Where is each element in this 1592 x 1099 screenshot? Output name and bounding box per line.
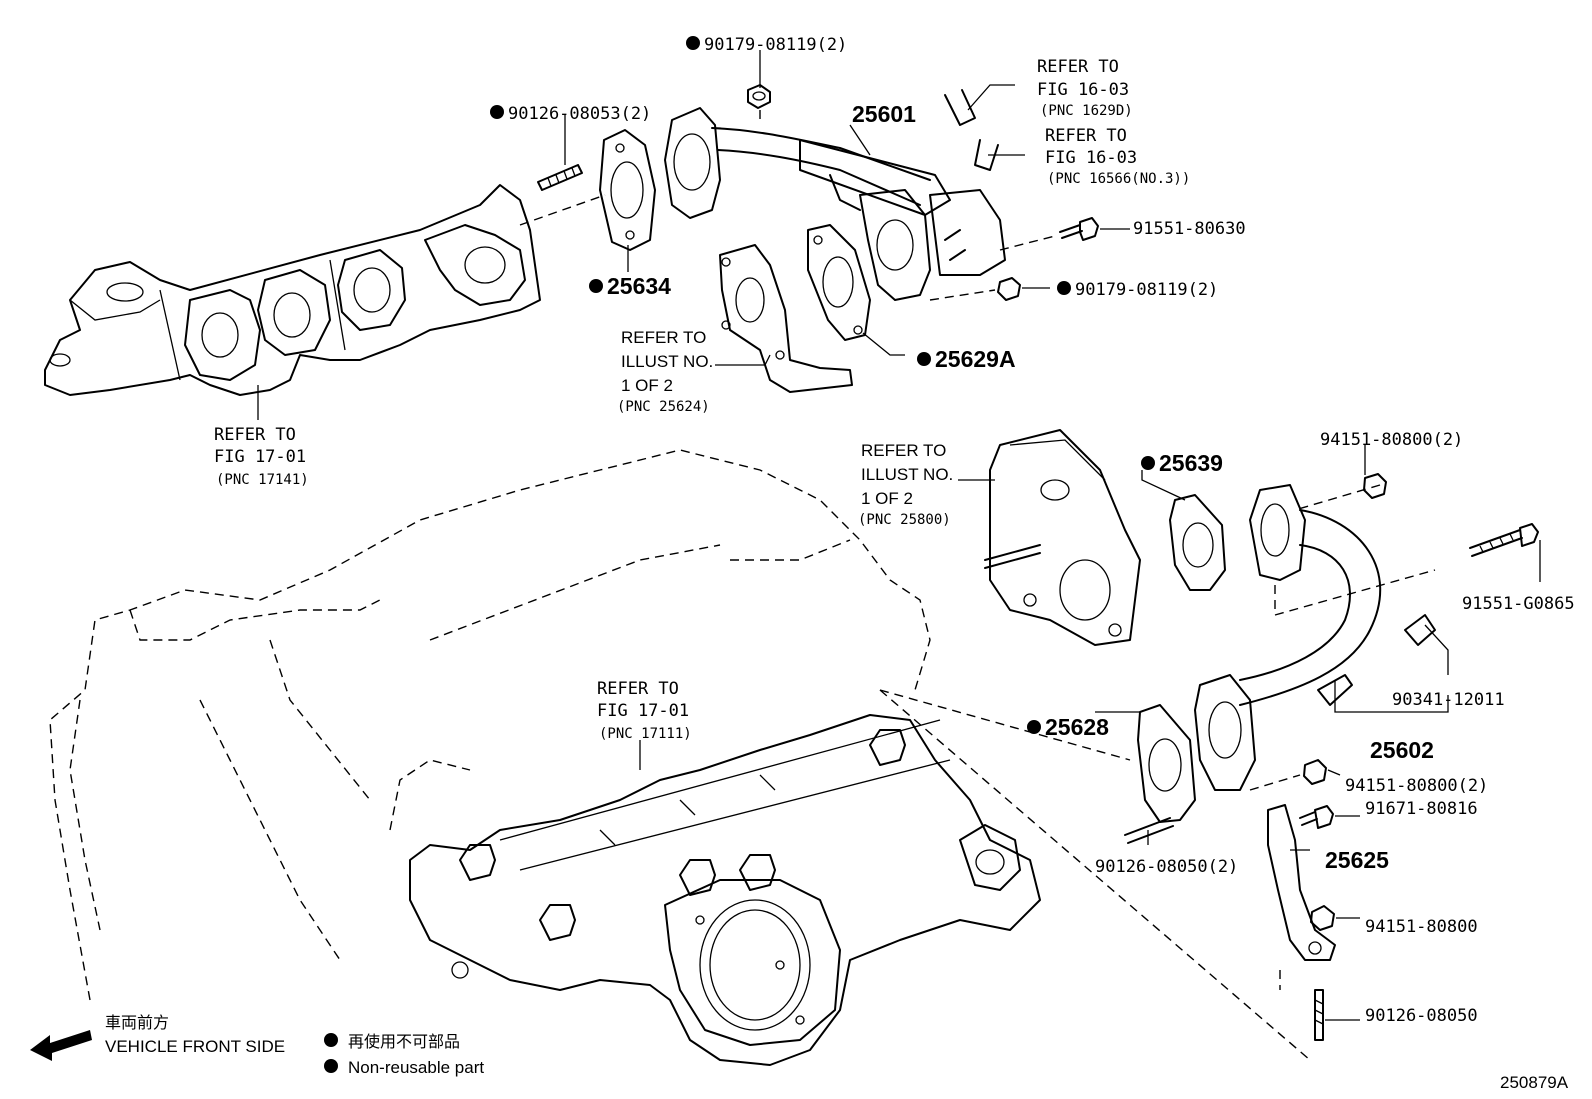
part-number: 25634 [607,273,671,299]
refer-line: 1 OF 2 [621,376,673,395]
leader-lines [257,50,1541,1021]
part-number-91671: 91671-80816 [1365,799,1478,819]
refer-line: REFER TO [597,679,679,699]
pipe-25602 [1194,484,1382,791]
label-90126-top: 90126-08053(2) [490,104,651,124]
part-number-90341: 90341-12011 [1392,690,1505,710]
egr-valve-25800 [984,429,1141,646]
gasket-25634 [599,129,656,251]
refer-line: (PNC 25800) [858,512,951,528]
label-25629A: 25629A [917,346,1016,372]
label-25639: 25639 [1141,450,1223,476]
egr-pipe-25601 [664,107,1006,301]
exhaust-manifold [44,184,541,396]
non-reusable-dot [589,279,603,293]
stud-90126-08050 [1314,989,1324,1041]
refer-fig-16-03-a: REFER TO FIG 16-03 (PNC 1629D) [1037,57,1133,119]
front-arrow-icon [30,1030,92,1061]
bolt-91551-80630 [1059,217,1099,241]
label-90179-mid: 90179-08119(2) [1057,280,1218,300]
non-reusable-dot [686,36,700,50]
bolt-91551-G0865 [1469,523,1539,557]
vehicle-front-en: VEHICLE FRONT SIDE [105,1037,285,1056]
refer-line: (PNC 17111) [599,726,692,742]
refer-line: FIG 17-01 [597,701,689,721]
assembly-lines-lower [1249,484,1436,990]
bracket-25625 [1267,804,1336,961]
gasket-25628 [1137,704,1196,823]
legend: 車両前方 VEHICLE FRONT SIDE 再使用不可部品 Non-reus… [30,1013,484,1077]
stud-90126-08053 [537,164,583,191]
non-reusable-dot [1141,456,1155,470]
refer-line: ILLUST NO. [861,465,953,484]
refer-line: REFER TO [621,328,706,347]
part-number-25625: 25625 [1325,847,1389,873]
part-number-91551-G0865: 91551-G0865 [1462,594,1575,614]
bolt-91671 [1299,805,1334,829]
part-number: 25629A [935,346,1016,372]
label-25628: 25628 [1027,714,1109,740]
plug-90341 [1404,614,1436,646]
refer-fig-17-01-b: REFER TO FIG 17-01 (PNC 17111) [597,679,692,742]
refer-fig-17-01-a: REFER TO FIG 17-01 (PNC 17141) [214,425,309,488]
part-number: 90179-08119(2) [704,35,847,55]
diagram-id: 250879A [1500,1073,1569,1092]
intake-manifold [409,714,1041,1066]
vehicle-front-jp: 車両前方 [105,1013,169,1032]
nut-90179-top [747,84,771,109]
label-90179-top: 90179-08119(2) [686,35,847,55]
refer-illust-25624: REFER TO ILLUST NO. 1 OF 2 (PNC 25624) [617,328,713,415]
refer-line: REFER TO [214,425,296,445]
refer-line: REFER TO [1037,57,1119,77]
refer-line: FIG 16-03 [1045,148,1137,168]
non-reusable-dot [917,352,931,366]
non-reusable-dot [490,105,504,119]
part-number: 25628 [1045,714,1109,740]
non-reusable-dot [1057,281,1071,295]
non-reusable-en: Non-reusable part [348,1058,484,1077]
label-25634: 25634 [589,273,671,299]
nut-94151-bottom [1310,905,1335,931]
refer-line: (PNC 17141) [216,472,309,488]
refer-line: FIG 17-01 [214,447,306,467]
nut-94151-mid [1303,759,1327,785]
part-number: 90126-08053(2) [508,104,651,124]
bracket-25624 [719,244,853,393]
refer-line: ILLUST NO. [621,352,713,371]
part-number: 90179-08119(2) [1075,280,1218,300]
assembly-lines-upper [519,110,1056,301]
gasket-25629A [807,224,871,341]
non-reusable-dot [1027,720,1041,734]
gasket-25639 [1169,494,1226,591]
non-reusable-dot [324,1033,338,1047]
part-number-94151-bottom: 94151-80800 [1365,917,1478,937]
non-reusable-dot [324,1059,338,1073]
refer-line: (PNC 25624) [617,399,710,415]
part-number-94151-mid: 94151-80800(2) [1345,776,1488,796]
refer-illust-25800: REFER TO ILLUST NO. 1 OF 2 (PNC 25800) [858,441,953,528]
stud-90126-08050-2 [1124,817,1174,844]
nut-90179-mid [997,277,1021,301]
refer-line: FIG 16-03 [1037,80,1129,100]
part-number-90126-bottom: 90126-08050 [1365,1006,1478,1026]
part-number-94151-top: 94151-80800(2) [1320,430,1463,450]
refer-line: REFER TO [861,441,946,460]
part-number-25601: 25601 [852,101,916,127]
part-number-90126-mid: 90126-08050(2) [1095,857,1238,877]
engine-block-outline [49,449,1311,1061]
refer-line: (PNC 1629D) [1040,103,1133,119]
part-number-91551-80630: 91551-80630 [1133,219,1246,239]
refer-line: (PNC 16566(NO.3)) [1047,171,1190,187]
refer-line: 1 OF 2 [861,489,913,508]
refer-line: REFER TO [1045,126,1127,146]
hose-ends [944,89,999,171]
part-number: 25639 [1159,450,1223,476]
part-number-25602: 25602 [1370,737,1434,763]
non-reusable-jp: 再使用不可部品 [348,1032,460,1051]
refer-fig-16-03-b: REFER TO FIG 16-03 (PNC 16566(NO.3)) [1045,126,1190,187]
